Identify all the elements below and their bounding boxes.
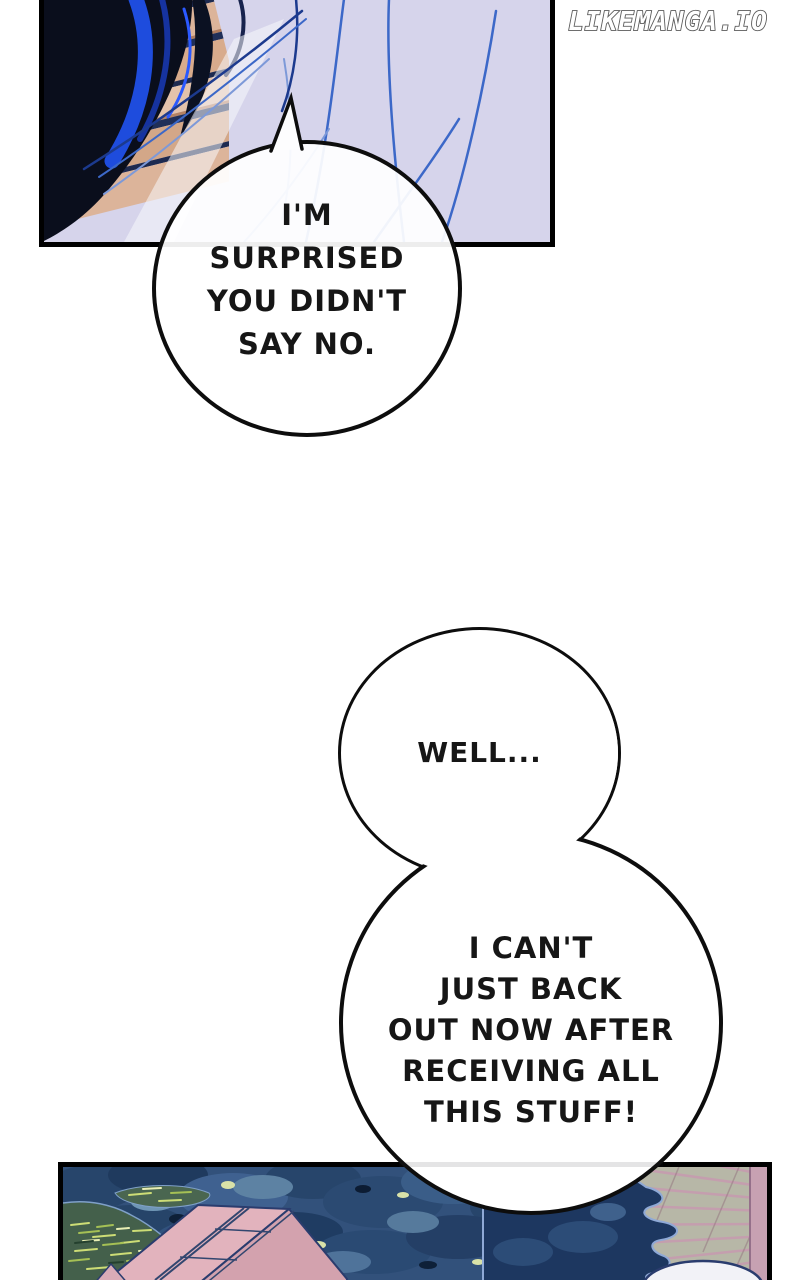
pillar-art (749, 1167, 767, 1280)
bubble-line: SURPRISED (209, 240, 405, 275)
bubble-line: OUT NOW AFTER (387, 1012, 675, 1047)
bubble-line: YOU DIDN'T (206, 283, 408, 318)
bubble-line: SAY NO. (238, 326, 376, 361)
speech-bubble-cant-back-out-text: I CAN'T JUST BACK OUT NOW AFTER RECEIVIN… (339, 831, 723, 1215)
speech-bubble-surprised-text: I'M SURPRISED YOU DIDN'T SAY NO. (152, 140, 462, 437)
bubble-line: I CAN'T (468, 930, 594, 965)
bubble-line: WELL... (417, 736, 542, 769)
corner-tile (96, 1262, 126, 1280)
watermark-text: LIKEMANGA.IO (568, 7, 768, 37)
bubble-tail (269, 91, 304, 153)
bubble-line: RECEIVING ALL (402, 1053, 660, 1088)
bubble-line: I'M (281, 197, 333, 232)
bubble-line: JUST BACK (439, 971, 623, 1006)
speech-bubble-well-text: WELL... (338, 627, 621, 879)
hair-art (44, 0, 246, 241)
bench-art (96, 1203, 348, 1280)
table-art (643, 1259, 763, 1280)
panel-border-through-bubble (399, 1162, 663, 1167)
speech-bubble-surprised (152, 140, 462, 437)
bubble-line: THIS STUFF! (424, 1094, 638, 1129)
watermark: LIKEMANGA.IO (538, 3, 798, 41)
bubble-join-patch (342, 631, 618, 875)
